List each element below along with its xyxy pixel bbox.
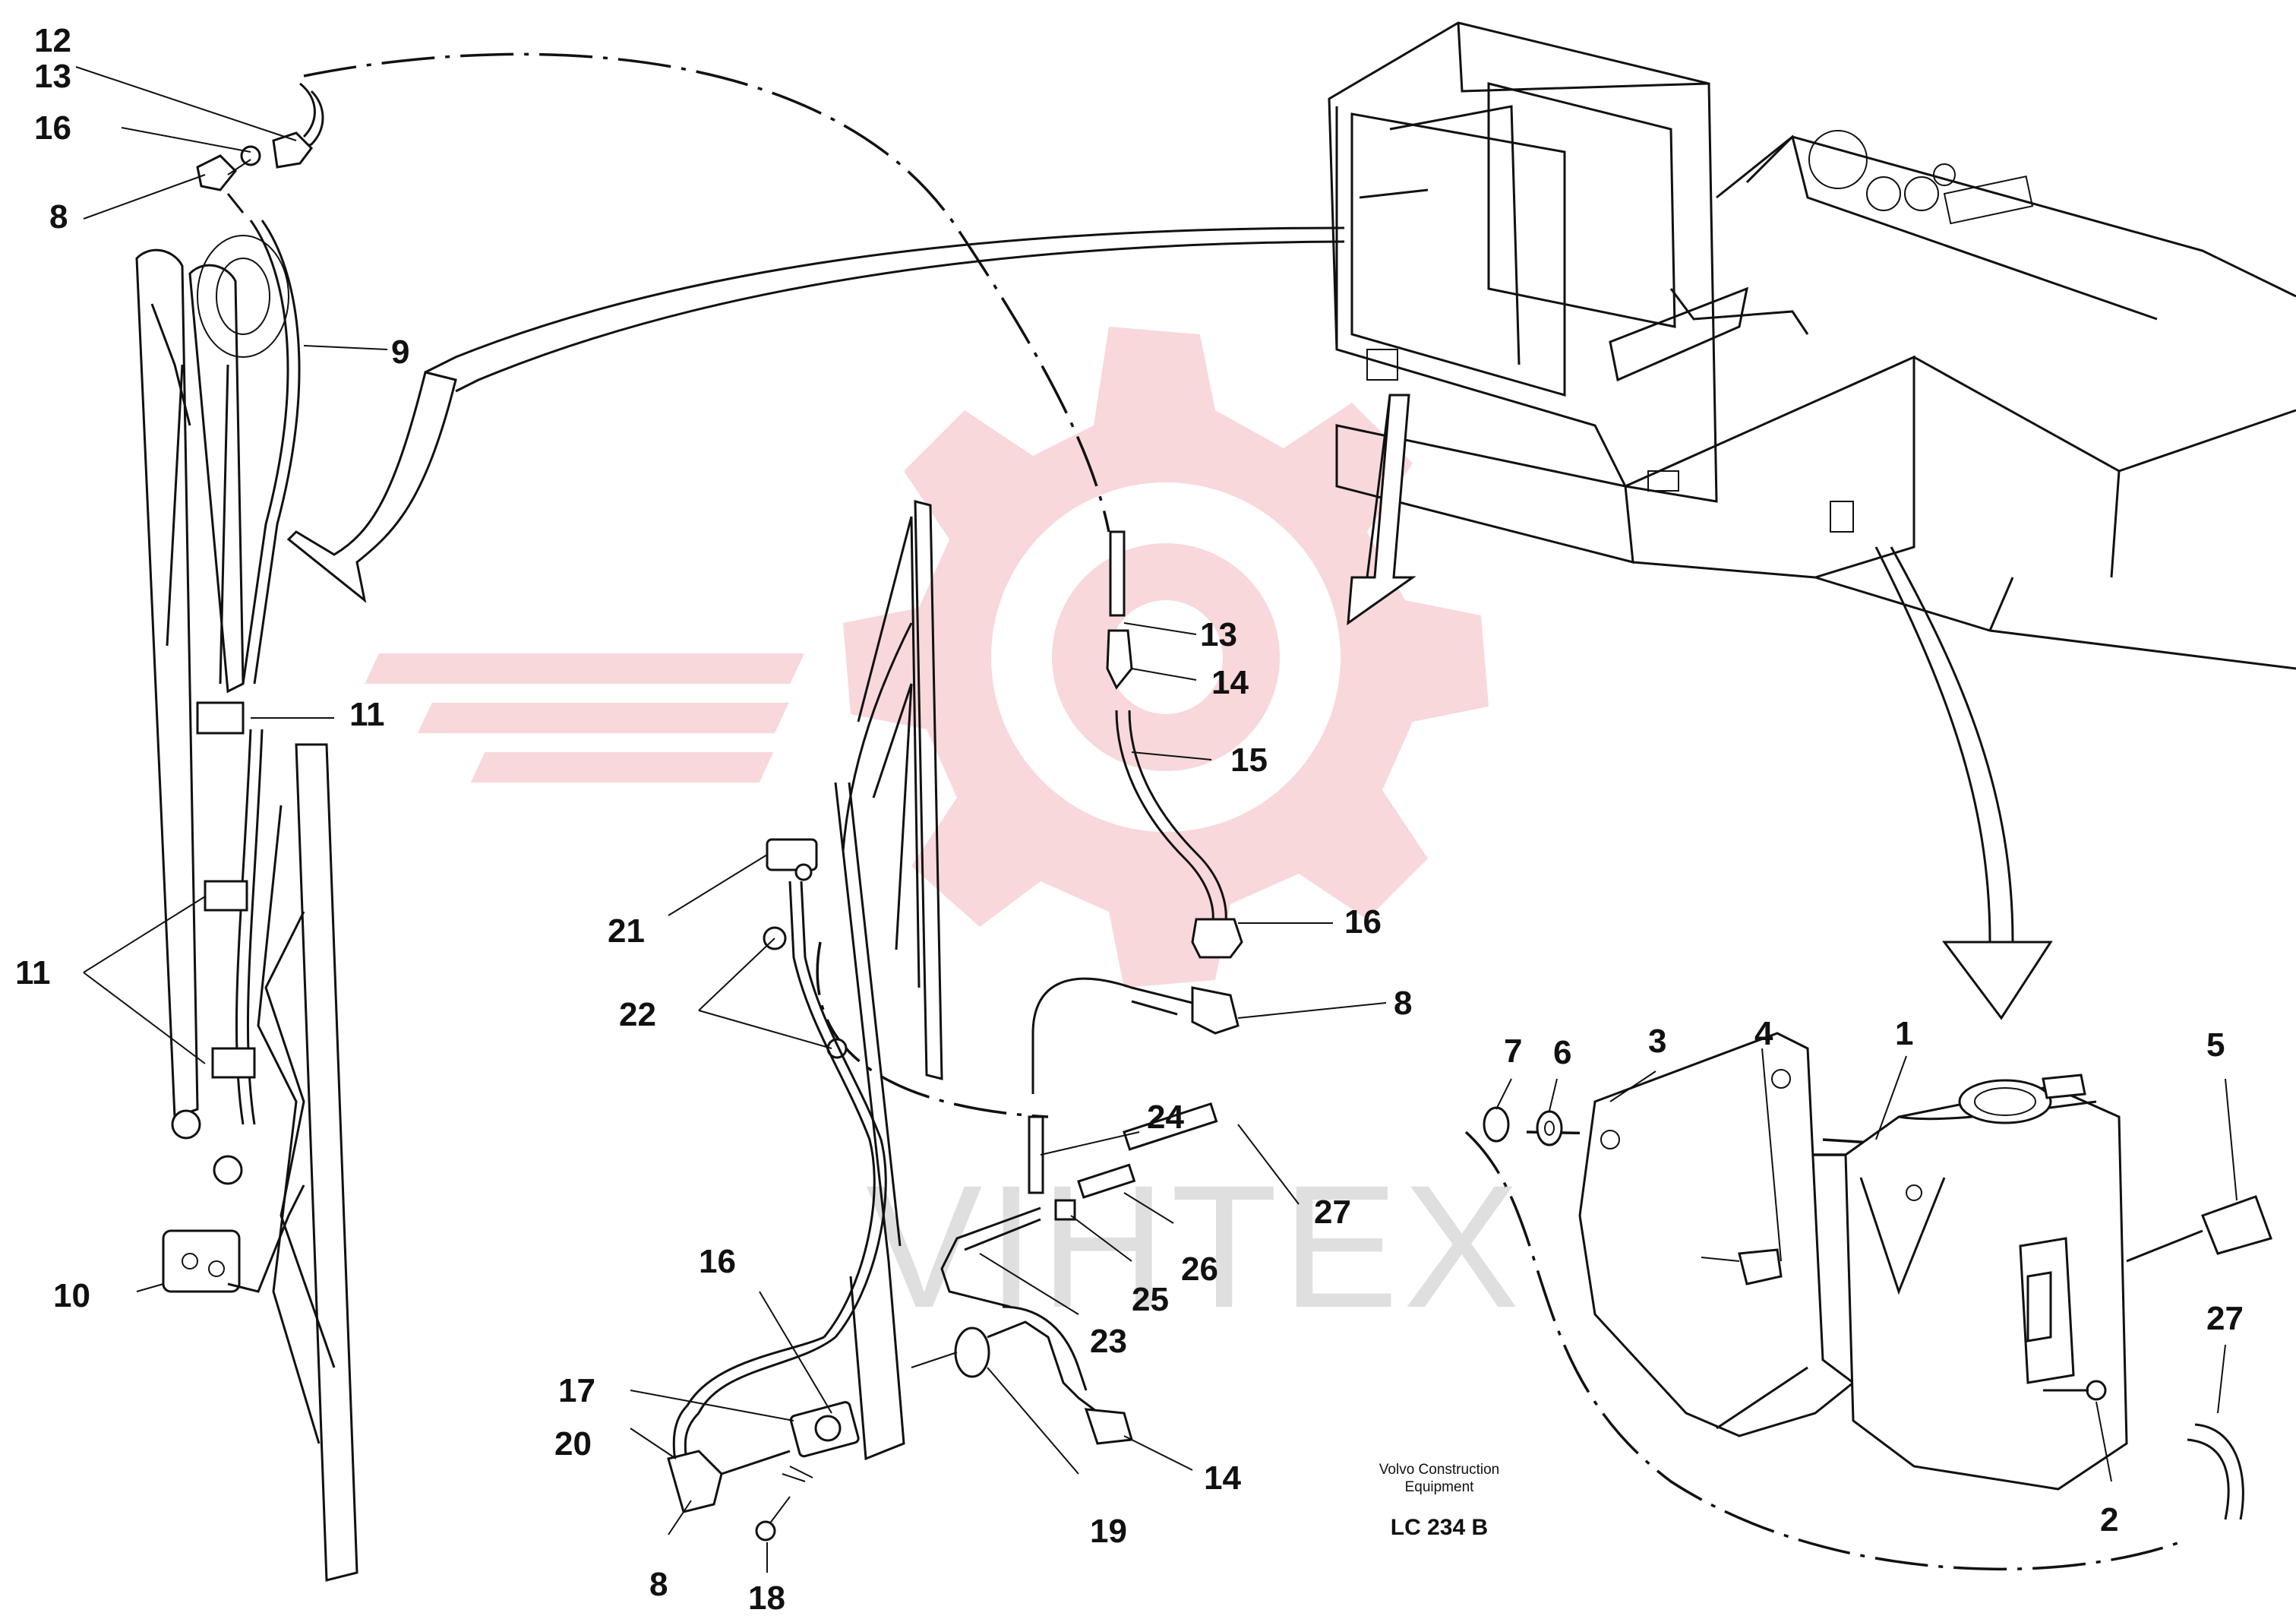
excavator-cab-overview (1328, 21, 2296, 670)
tee-fittings (911, 1102, 1218, 1445)
callout-20: 20 (554, 1425, 592, 1462)
callout-6: 6 (1553, 1034, 1571, 1071)
callout-5: 5 (2206, 1026, 2225, 1064)
watermark-text: VIHTEX (866, 1149, 1524, 1344)
callout-3: 3 (1648, 1023, 1666, 1060)
callout-18: 18 (748, 1579, 785, 1617)
callout-17: 17 (558, 1372, 595, 1409)
drawing-caption: Volvo Construction Equipment LC 234 B (1379, 1462, 1499, 1540)
callout-22: 22 (619, 996, 656, 1033)
manufacturer-caption-line2: Equipment (1405, 1479, 1475, 1495)
leader-lines (75, 66, 2238, 1573)
watermark-logo (365, 327, 1489, 988)
callout-1: 1 (1895, 1015, 1913, 1052)
callout-23: 23 (1090, 1323, 1127, 1360)
callout-14: 14 (1204, 1459, 1241, 1497)
callout-2: 2 (2100, 1501, 2118, 1538)
callout-27: 27 (2206, 1300, 2244, 1337)
callout-16: 16 (34, 109, 71, 147)
callout-13: 13 (1200, 616, 1237, 653)
callout-15: 15 (1230, 742, 1268, 779)
callout-27: 27 (1314, 1194, 1351, 1231)
callout-21: 21 (608, 912, 645, 950)
callout-14: 14 (1211, 664, 1249, 701)
callout-26: 26 (1181, 1251, 1218, 1288)
middle-hose-chain (1031, 530, 1243, 1094)
callout-24: 24 (1147, 1099, 1184, 1136)
callout-8: 8 (649, 1566, 668, 1603)
callout-25: 25 (1132, 1281, 1169, 1318)
callout-9: 9 (391, 334, 409, 371)
callout-16: 16 (699, 1243, 736, 1280)
drawing-code: LC 234 B (1391, 1515, 1488, 1540)
callout-8: 8 (49, 198, 68, 236)
callout-12: 12 (34, 22, 71, 59)
callout-16: 16 (1344, 903, 1382, 941)
callout-11: 11 (15, 954, 51, 991)
left-wiper-assembly (135, 82, 358, 1582)
callout-19: 19 (1090, 1513, 1127, 1550)
callout-11: 11 (349, 696, 385, 733)
callout-4: 4 (1754, 1015, 1773, 1052)
callout-10: 10 (53, 1277, 90, 1314)
washer-tank-assembly (1483, 1032, 2272, 1520)
callout-8: 8 (1394, 985, 1412, 1022)
callout-7: 7 (1504, 1032, 1522, 1070)
detail-arrows (286, 226, 2053, 1020)
callout-labels: 12 13 16 8 9 11 11 10 13 14 15 16 8 21 2… (15, 22, 2244, 1617)
callout-13: 13 (34, 58, 71, 95)
manufacturer-caption-line1: Volvo Construction (1379, 1462, 1499, 1478)
